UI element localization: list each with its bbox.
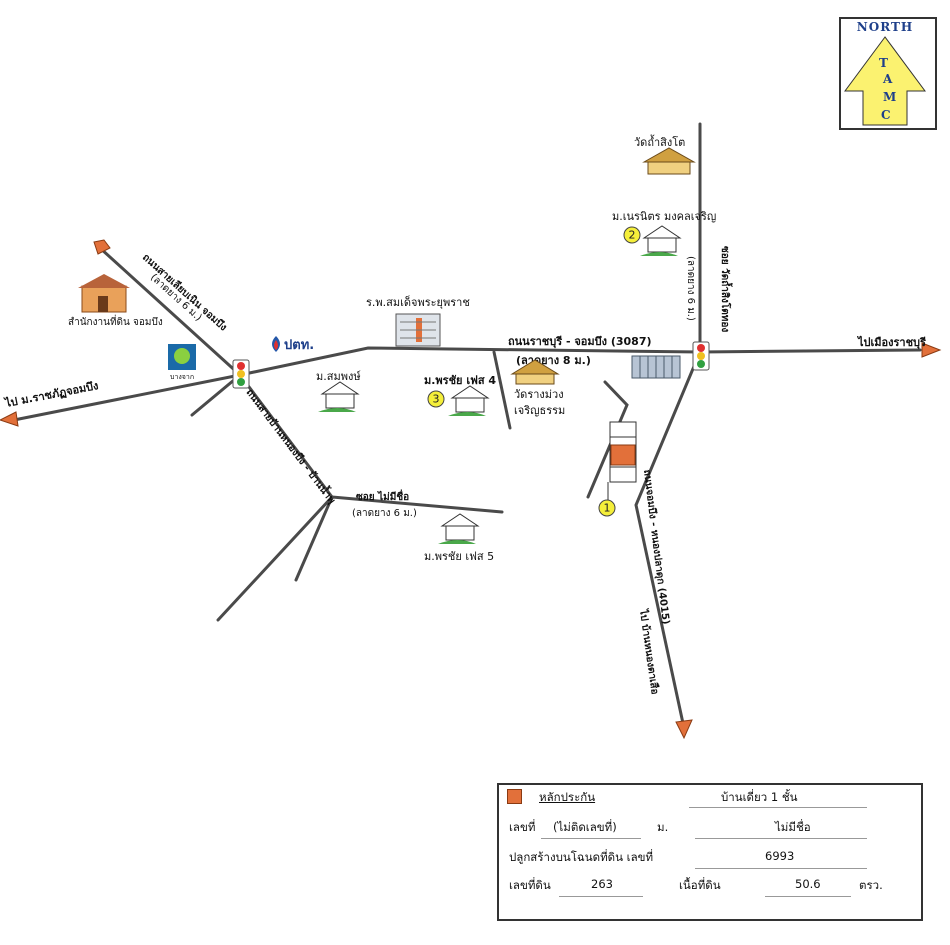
south-destination-label: ไป บ้านหนองตาเสือ	[637, 608, 662, 696]
property-type: บ้านเดี่ยว 1 ชั้น	[721, 790, 798, 804]
wat-rang-road	[492, 350, 512, 430]
house-no-value: (ไม่ติดเลขที่)	[553, 820, 617, 834]
north-letter-t: T	[879, 56, 888, 70]
divider	[559, 896, 643, 897]
pin-3: 3	[427, 390, 445, 408]
area-label: เนื้อที่ดิน	[679, 878, 721, 892]
north-letter-m: M	[883, 90, 896, 104]
traffic-light-icon	[232, 359, 250, 389]
wat-rang-label: วัดรางม่วง	[514, 388, 564, 401]
direction-arrows	[0, 239, 942, 740]
ptt-label: ปตท.	[284, 338, 314, 353]
divider	[765, 896, 851, 897]
deed-label: ปลูกสร้างบนโฉนดที่ดิน เลขที่	[509, 850, 654, 864]
hospital-label: ร.พ.สมเด็จพระยุพราช	[366, 295, 470, 309]
north-road-width-label: (ลาดยาง 6 ม.)	[685, 256, 696, 321]
arrow-west-icon	[0, 411, 19, 427]
main-road-label: ถนนราชบุรี - จอมบึง (3087)	[508, 335, 652, 349]
somphong-label: ม.สมพงษ์	[316, 370, 361, 383]
to-ratchaburi-label: ไปเมืองราชบุรี	[856, 335, 926, 350]
moo-label: ม.	[657, 820, 669, 834]
north-letter-c: C	[881, 108, 891, 122]
ptt-logo-icon	[272, 336, 280, 352]
divider	[695, 868, 867, 869]
land-office-icon	[78, 274, 130, 313]
svg-text:1: 1	[604, 502, 611, 515]
collateral-label: หลักประกัน	[539, 790, 596, 804]
village-2-label: ม.เนรนิตร มงคลเจริญ	[612, 210, 716, 223]
house-no-label: เลขที่	[509, 820, 536, 834]
temple-icon	[642, 147, 696, 175]
hospital-building-icon	[395, 313, 441, 347]
bangchak-logo	[168, 344, 196, 370]
soi-label: ซอย ไม่มีชื่อ	[356, 489, 409, 503]
divider	[695, 838, 867, 839]
nw-road	[98, 246, 242, 377]
collateral-plot	[610, 444, 636, 466]
pin-2: 2	[623, 226, 641, 244]
divider	[541, 838, 641, 839]
south-road	[634, 350, 702, 730]
road-to-university	[12, 373, 242, 422]
house-icon	[318, 381, 360, 412]
sw-road	[216, 373, 334, 622]
north-indicator: NORTH T A M C	[839, 17, 937, 130]
arrow-northwest-icon	[93, 239, 111, 255]
soi-road	[330, 495, 504, 514]
area-unit: ตรว.	[859, 878, 883, 892]
soi-width-label: (ลาดยาง 6 ม.)	[352, 508, 417, 519]
north-letter-a: A	[882, 72, 893, 86]
wat-rang-label-2: เจริญธรรม	[514, 404, 565, 417]
house-icon	[438, 513, 480, 544]
house-icon	[448, 385, 490, 416]
area-value: 50.6	[795, 877, 821, 891]
road-network	[12, 122, 922, 730]
land-no-value: 263	[591, 877, 613, 891]
bangchak-label: บางจาก	[170, 373, 194, 381]
legend-box: หลักประกัน บ้านเดี่ยว 1 ชั้น เลขที่ (ไม่…	[497, 783, 923, 921]
arrow-east-icon	[921, 342, 942, 358]
house-icon	[640, 225, 682, 256]
arrow-south-icon	[675, 719, 693, 740]
north-arrow-icon: NORTH T A M C	[844, 20, 926, 126]
svg-text:2: 2	[629, 229, 636, 242]
phon5-label: ม.พรชัย เฟส 5	[424, 550, 494, 563]
temple-icon	[510, 359, 560, 385]
moo-value: ไม่มีชื่อ	[775, 820, 811, 834]
main-road	[238, 346, 922, 377]
phon4-label: ม.พรชัย เฟส 4	[424, 374, 496, 387]
wat-tham-label: วัดถ้ำสิงโต	[634, 134, 685, 149]
pin-1: 1	[598, 499, 616, 517]
sw-road-label: ถนนสายบ้านหนองบึง - บ้านน้ำพุ	[244, 385, 340, 506]
spur-road	[190, 373, 242, 417]
access-lane	[586, 380, 629, 499]
svg-text:3: 3	[433, 393, 440, 406]
plot-diagram	[607, 421, 637, 500]
deed-value: 6993	[765, 849, 795, 863]
collateral-swatch	[507, 789, 522, 804]
north-label: NORTH	[857, 20, 913, 34]
sw-road-branch	[294, 495, 334, 582]
north-road-label: ซอย วัดถ้ำสิงโตทอง	[719, 246, 733, 332]
land-no-label: เลขที่ดิน	[509, 878, 551, 892]
land-office-label: สำนักงานที่ดิน จอมบึง	[68, 314, 163, 328]
traffic-light-icon	[692, 341, 710, 371]
divider	[689, 807, 867, 808]
shophouse-icon	[631, 355, 681, 379]
